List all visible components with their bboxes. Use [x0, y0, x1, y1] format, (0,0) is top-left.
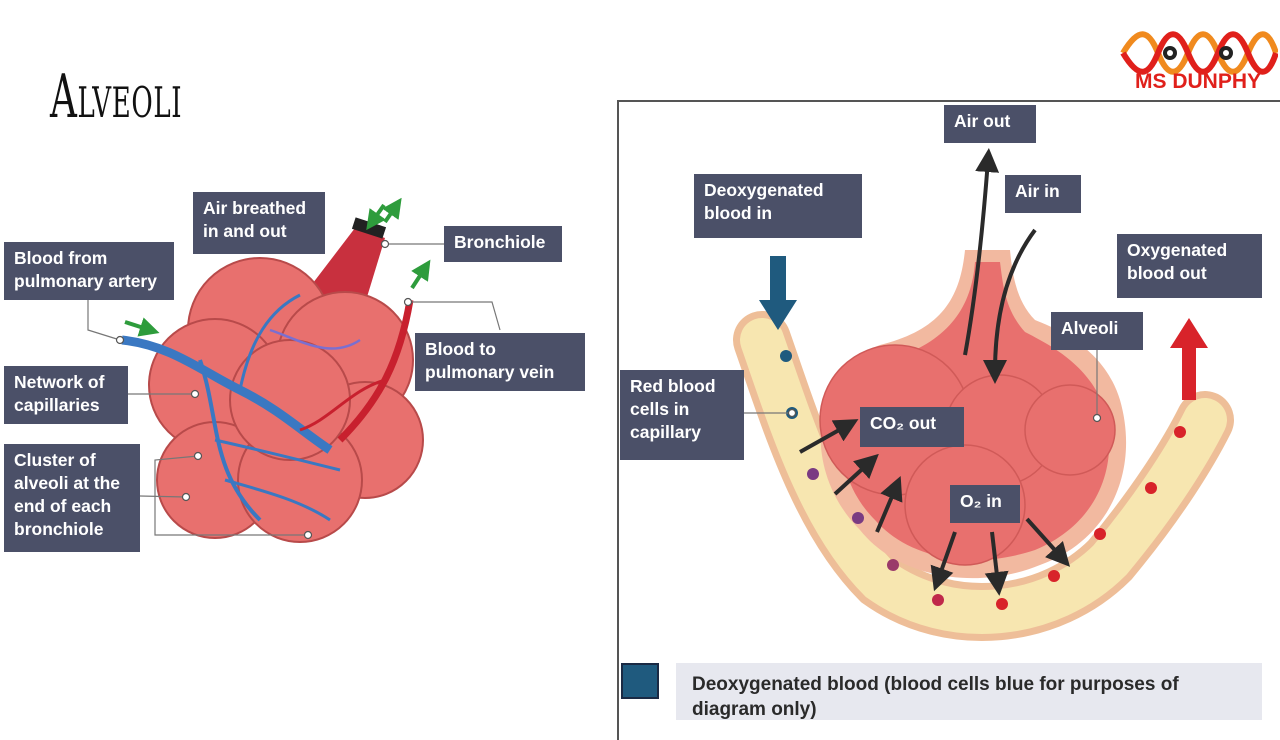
label-red-blood-cells: Red blood cells in capillary [620, 370, 744, 460]
deoxy-arrow-icon [759, 256, 797, 330]
label-oxy-blood-out: Oxygenated blood out [1117, 234, 1262, 298]
label-cluster-alveoli: Cluster of alveoli at the end of each br… [4, 444, 140, 552]
label-air-out: Air out [944, 105, 1036, 143]
label-blood-to-vein: Blood to pulmonary vein [415, 333, 585, 391]
dna-logo [1120, 31, 1278, 75]
diagram-panel [617, 100, 1280, 740]
label-bronchiole: Bronchiole [444, 226, 562, 262]
label-network-capillaries: Network of capillaries [4, 366, 128, 424]
legend-swatch [621, 663, 659, 699]
leader-lines-right [744, 350, 1098, 418]
label-deoxy-blood-in: Deoxygenated blood in [694, 174, 862, 238]
page-title: Alveoli [50, 62, 183, 132]
oxy-arrow-icon [1170, 318, 1208, 400]
alveoli-cluster [121, 197, 431, 543]
label-air-breathed: Air breathed in and out [193, 192, 325, 254]
label-blood-from-artery: Blood from pulmonary artery [4, 242, 174, 300]
alveolus-detail [733, 148, 1234, 641]
legend-text: Deoxygenated blood (blood cells blue for… [676, 663, 1262, 720]
label-co2-out: CO₂ out [860, 407, 964, 447]
alveoli-diagram [87, 148, 1234, 641]
label-o2-in: O₂ in [950, 485, 1020, 523]
label-air-in: Air in [1005, 175, 1081, 213]
leader-lines-left [87, 243, 501, 536]
label-alveoli: Alveoli [1051, 312, 1143, 350]
logo-text: MS DUNPHY [1134, 70, 1261, 93]
